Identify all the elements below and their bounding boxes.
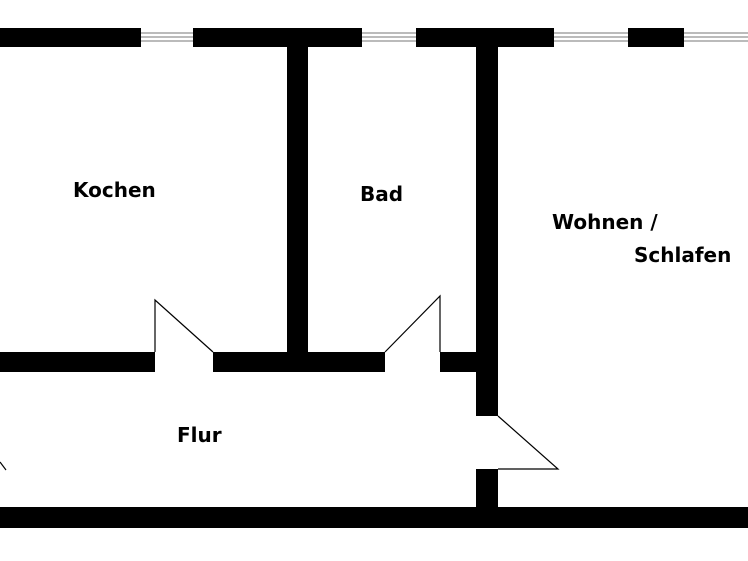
room-label-living-line1: Wohnen / bbox=[552, 210, 658, 234]
room-label-kitchen: Kochen bbox=[73, 178, 156, 202]
kitchen-bath-partition bbox=[287, 47, 308, 354]
window-bathroom bbox=[362, 28, 416, 47]
entry-door-swing bbox=[0, 461, 7, 471]
window-kitchen bbox=[141, 28, 193, 47]
window-living-right bbox=[684, 28, 748, 47]
bathroom-door-swing bbox=[384, 294, 441, 353]
kitchen-door-swing bbox=[154, 298, 214, 353]
living-partition-lower bbox=[476, 469, 498, 509]
room-label-living-line2: Schlafen bbox=[634, 243, 731, 267]
living-door-swing bbox=[497, 415, 560, 470]
room-label-bathroom: Bad bbox=[360, 182, 403, 206]
bottom-exterior-wall bbox=[0, 507, 748, 528]
hall-wall-left bbox=[0, 352, 155, 372]
hall-wall-middle bbox=[213, 352, 385, 372]
window-living-left bbox=[554, 28, 628, 47]
room-label-hallway: Flur bbox=[177, 423, 222, 447]
hall-wall-right bbox=[440, 352, 478, 372]
living-partition-upper bbox=[476, 47, 498, 416]
